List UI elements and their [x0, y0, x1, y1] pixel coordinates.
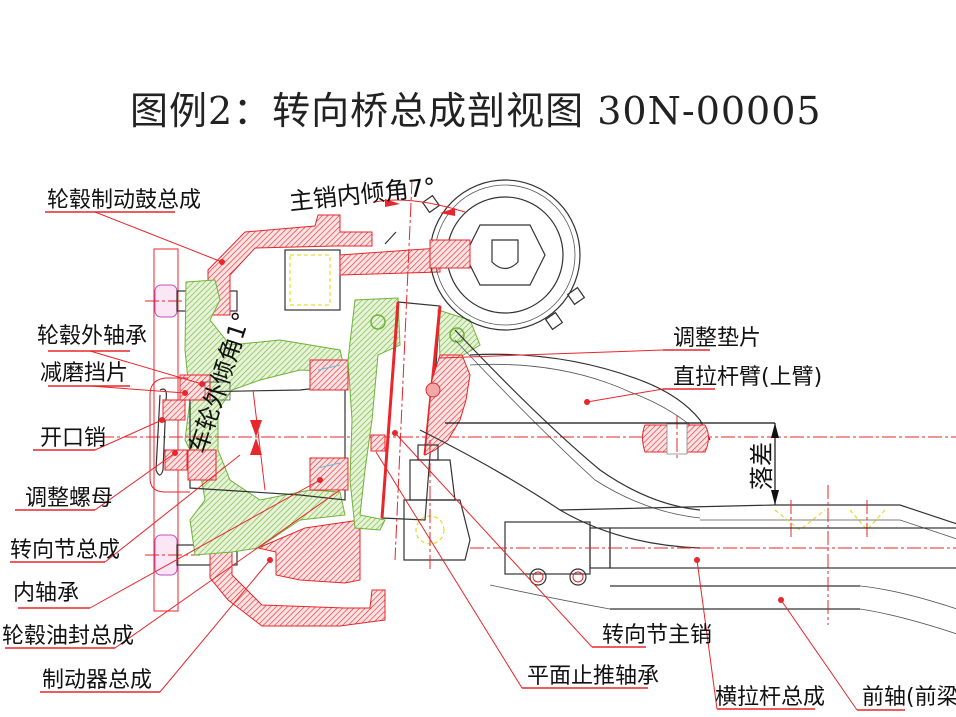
- label-knuckle-kingpin: 转向节主销: [602, 623, 712, 648]
- leader-lines-right: [375, 349, 905, 711]
- drag-link-bearing: [429, 239, 471, 269]
- label-adjusting-shim: 调整垫片: [673, 326, 761, 351]
- front-axle-beam: [489, 485, 956, 635]
- brake-air-chamber-rod: [339, 247, 441, 276]
- brake-camshaft: [284, 249, 341, 311]
- camber-line: [252, 389, 266, 491]
- drawing-title: 图例2：转向桥总成剖视图 30N-00005: [130, 89, 822, 133]
- inner-bearing: [309, 359, 349, 491]
- label-thrust-bearing: 平面止推轴承: [527, 664, 659, 689]
- tie-rod: [470, 521, 956, 586]
- brake-shoe-lower: [256, 519, 361, 584]
- kingpin-inclination-label: 主销内倾角7°: [288, 173, 437, 216]
- label-hub-outer-bearing: 轮毂外轴承: [37, 324, 147, 349]
- spindle: [189, 384, 346, 501]
- label-steering-knuckle: 转向节总成: [10, 538, 120, 563]
- cotter-pin: [155, 388, 167, 476]
- kingpin-boss: [347, 297, 401, 531]
- label-adjusting-nut: 调整螺母: [25, 486, 113, 511]
- label-wear-washer: 减磨挡片: [40, 361, 128, 386]
- drop-label: 落差: [748, 442, 776, 490]
- grease-fitting-top: [384, 231, 397, 245]
- steering-knuckle-body: [184, 279, 346, 556]
- leader-lines-left: [5, 211, 341, 693]
- label-brake-assembly: 制动器总成: [42, 668, 152, 693]
- label-cotter-pin: 开口销: [40, 426, 106, 451]
- label-tie-rod: 横拉杆总成: [715, 685, 825, 710]
- label-front-axle: 前轴(前梁): [862, 685, 956, 710]
- thrust-bearing: [370, 434, 386, 452]
- adjusting-nut-top: [162, 399, 186, 421]
- wheel-rim: [153, 248, 179, 612]
- tie-rod-end: [403, 440, 471, 570]
- label-drag-link-arm: 直拉杆臂(上臂): [673, 365, 822, 390]
- hub-cap: [149, 377, 190, 493]
- brake-drum-shell: [207, 214, 373, 316]
- label-hub-brake-drum: 轮毂制动鼓总成: [47, 188, 201, 213]
- label-inner-bearing: 内轴承: [13, 581, 79, 606]
- kingpin-axis: [394, 179, 413, 561]
- axle-eye: [424, 354, 471, 456]
- label-hub-oil-seal: 轮毂油封总成: [2, 624, 134, 649]
